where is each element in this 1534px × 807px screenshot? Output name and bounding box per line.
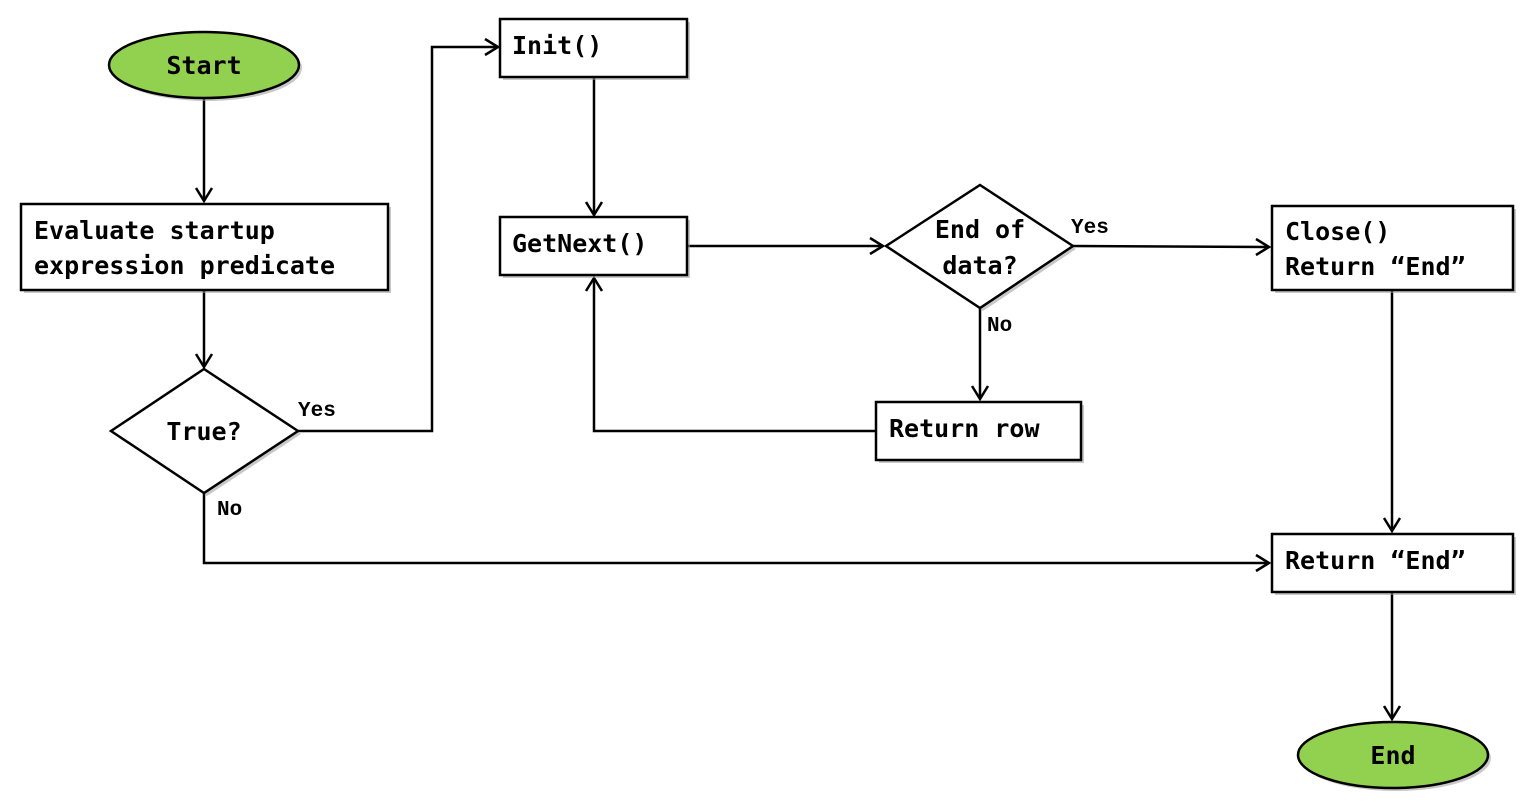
end-ellipse [1296,720,1490,790]
edge-true-yes-to-init [298,45,497,433]
return-row-label: Return row [889,414,1040,443]
init-box: Init() [498,17,690,80]
edge-label-eod-no: No [987,315,1012,338]
end-of-data-diamond [883,183,1076,310]
edge-label-true-yes: Yes [298,400,336,423]
arrowhead-icon [1382,517,1402,534]
end-of-data-label-line-1: End of [935,215,1025,244]
start-label: Start [166,51,241,80]
arrowhead-icon [194,353,214,370]
connectors [194,37,1402,722]
arrowhead-icon [869,236,886,256]
close-box: Close() Return “End” [1270,204,1516,293]
arrowhead-icon [970,385,990,402]
edge-labels: Yes No Yes No [217,217,1109,522]
arrowhead-icon [1382,705,1402,722]
edge-label-true-no: No [217,499,242,522]
arrowhead-icon [1255,553,1272,573]
arrowhead-icon [484,37,501,57]
return-row-box: Return row [874,400,1084,463]
end-label: End [1370,741,1415,770]
init-label: Init() [512,31,602,60]
evaluate-predicate-box: Evaluate startup expression predicate [19,202,391,293]
end-of-data-decision: End of data? [883,183,1076,311]
getnext-box: GetNext() [498,215,690,278]
edge-return-row-to-getnext [592,279,876,433]
arrowhead-icon [584,201,604,218]
true-diamond [108,367,301,495]
close-label-line-2: Return “End” [1285,252,1466,281]
end-of-data-label-line-2: data? [942,251,1017,280]
return-end-label: Return “End” [1285,546,1466,575]
true-label: True? [166,417,241,446]
evaluate-label-line-2: expression predicate [34,251,335,280]
return-end-box: Return “End” [1270,532,1516,595]
edge-label-eod-yes: Yes [1071,217,1109,240]
arrowhead-icon [194,187,214,204]
start-terminal: Start [107,30,302,101]
arrowhead-icon [1255,237,1272,257]
edge-eod-yes-to-close [1072,244,1269,249]
close-label-line-1: Close() [1285,217,1390,246]
edge-true-no-to-return-end [202,493,1268,565]
evaluate-label-line-1: Evaluate startup [34,216,275,245]
true-decision: True? [108,367,301,496]
start-ellipse [107,30,301,100]
getnext-label: GetNext() [512,229,647,258]
end-terminal: End [1296,720,1491,791]
